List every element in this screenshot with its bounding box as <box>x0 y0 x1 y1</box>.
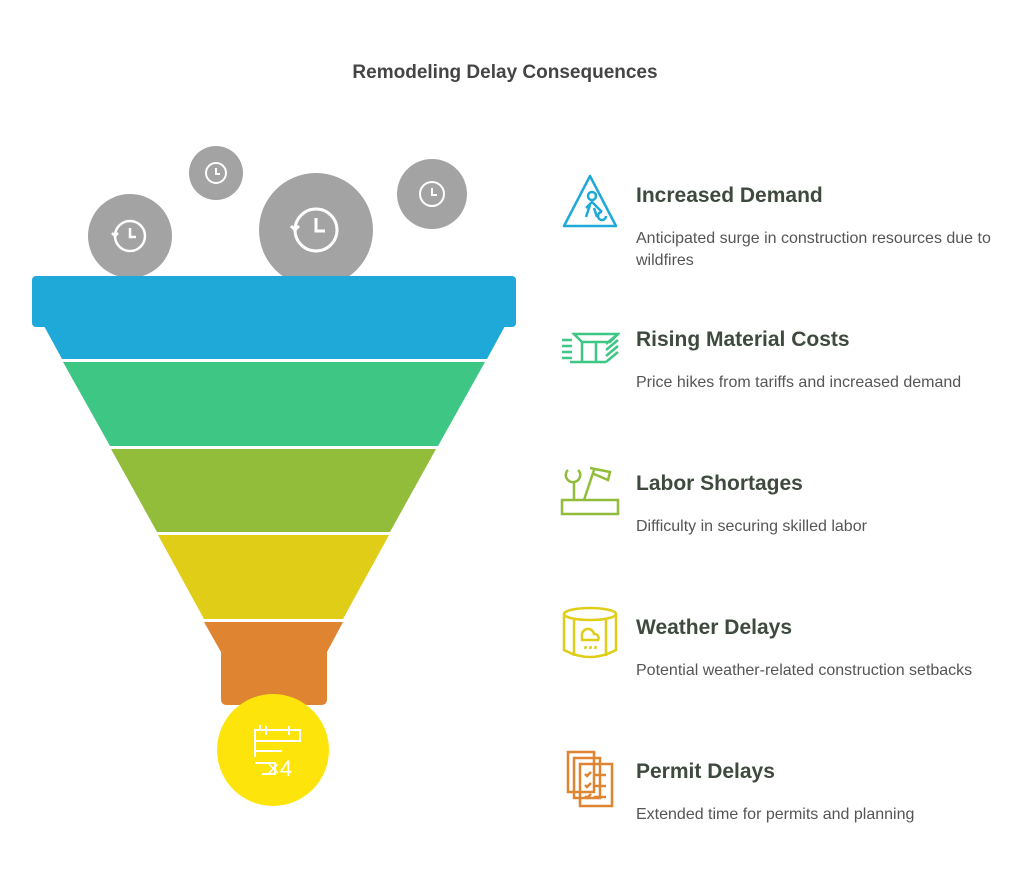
documents-icon <box>566 750 614 808</box>
toolbox-icon <box>560 466 620 516</box>
funnel-band-green <box>63 362 485 446</box>
item-description: Difficulty in securing skilled labor <box>636 518 867 535</box>
money-stack-icon <box>562 332 620 364</box>
clock-icon <box>259 173 373 287</box>
funnel-band-yellow <box>158 535 389 619</box>
item-title: Rising Material Costs <box>636 328 850 351</box>
page-title: Remodeling Delay Consequences <box>352 62 658 83</box>
weather-icon <box>562 606 618 659</box>
item-title: Weather Delays <box>636 616 793 639</box>
item-description: Extended time for permits and planning <box>636 806 915 823</box>
funnel-band-blue <box>44 326 505 359</box>
item-title: Increased Demand <box>636 184 823 207</box>
item-description: Price hikes from tariffs and increased d… <box>636 374 962 391</box>
clock-icon <box>88 194 172 278</box>
funnel-spout-orange <box>204 622 343 705</box>
item-title: Labor Shortages <box>636 472 803 495</box>
item-description: Potential weather-related construction s… <box>636 662 973 679</box>
funnel-band-lime <box>111 449 436 532</box>
bulb-multiplier: ×4 <box>267 756 292 781</box>
funnel-rim <box>32 276 516 327</box>
item-description: Anticipated surge in construction resour… <box>636 230 991 269</box>
clock-icon <box>189 146 243 200</box>
item-title: Permit Delays <box>636 760 775 783</box>
clock-icon <box>397 159 467 229</box>
calendar-x4-icon <box>254 725 301 775</box>
construction-worker-icon <box>562 174 618 228</box>
